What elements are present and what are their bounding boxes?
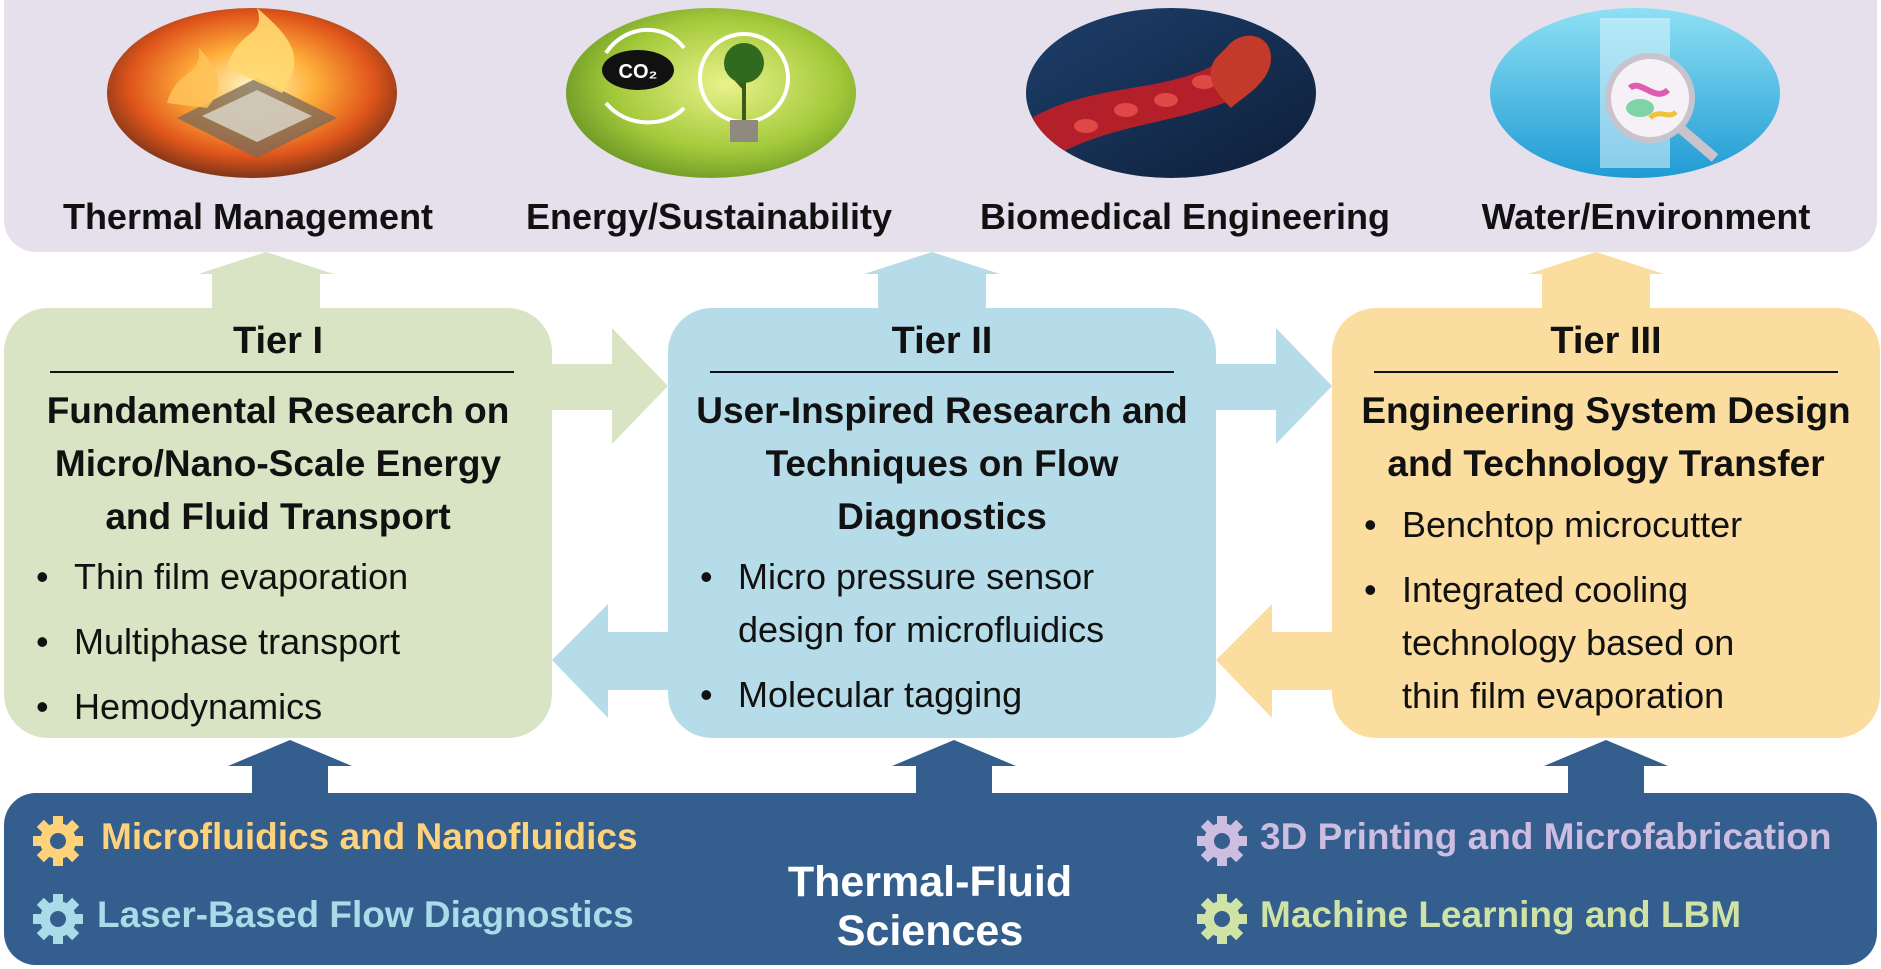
tier2-bullet-text-line2: design for microfluidics <box>738 609 1105 650</box>
app-label-water-environment: Water/Environment <box>1481 196 1811 237</box>
tier2-bullet-item: • Micro pressure sensor design for micro… <box>668 550 1216 656</box>
tier3-bullet-text: Benchtop microcutter <box>1402 504 1743 545</box>
tier2-up-arrow <box>864 252 1000 310</box>
gear-icon <box>1197 894 1247 944</box>
tier1-divider <box>50 371 514 373</box>
tier3-box: Tier III Engineering System Design and T… <box>1332 308 1880 738</box>
tier1-heading-line1: Fundamental Research on <box>46 390 510 431</box>
tier3-to-tier2-arrow <box>1216 604 1336 718</box>
bullet-dot: • <box>1364 504 1377 545</box>
app-label-biomedical-engineering: Biomedical Engineering <box>979 196 1391 237</box>
bullet-dot: • <box>700 556 713 597</box>
tier3-divider <box>1374 371 1838 373</box>
base-to-tier1-arrow <box>228 740 352 796</box>
tier2-heading-line1: User-Inspired Research and <box>696 390 1188 431</box>
tier1-bullet-item: • Hemodynamics <box>4 680 552 733</box>
base-to-tier3-arrow <box>1544 740 1668 796</box>
tier3-bullet-text-line2: technology based on <box>1402 622 1735 663</box>
base-to-tier2-arrow <box>892 740 1016 796</box>
tool-machine-learning-lbm: Machine Learning and LBM <box>1260 894 1742 935</box>
bullet-dot: • <box>36 556 49 597</box>
tier2-bullet-list: • Micro pressure sensor design for micro… <box>668 550 1216 733</box>
tier2-to-tier3-arrow <box>1214 328 1332 444</box>
tier1-up-arrow <box>198 252 334 310</box>
co2-lightbulb-tree-image: CO₂ <box>566 8 856 178</box>
tool-laser-based-flow-diagnostics: Laser-Based Flow Diagnostics <box>97 894 634 935</box>
tier2-bullet-item: • Molecular tagging <box>668 668 1216 721</box>
tier2-box: Tier II User-Inspired Research and Techn… <box>668 308 1216 738</box>
tier3-heading-line1: Engineering System Design <box>1361 390 1851 431</box>
gear-icon <box>1197 816 1247 866</box>
tier2-divider <box>710 371 1174 373</box>
tier1-heading-line2: Micro/Nano-Scale Energy <box>54 443 502 484</box>
tier2-heading-line2: Techniques on Flow <box>765 443 1119 484</box>
bullet-dot: • <box>36 621 49 662</box>
bullet-dot: • <box>36 686 49 727</box>
gear-icon <box>33 816 83 866</box>
tier1-title: Tier I <box>232 320 324 362</box>
tool-3d-printing-microfabrication: 3D Printing and Microfabrication <box>1260 816 1832 857</box>
tier1-bullet-item: • Multiphase transport <box>4 615 552 668</box>
tier3-up-arrow <box>1528 252 1664 310</box>
thermal-fluid-sciences-title: Thermal-Fluid Sciences <box>787 858 1073 955</box>
co2-text: CO₂ <box>619 61 658 83</box>
tier2-heading: User-Inspired Research and Techniques on… <box>668 384 1216 543</box>
tier2-title: Tier II <box>891 320 993 362</box>
bullet-dot: • <box>700 674 713 715</box>
tier2-bullet-text-line1: Micro pressure sensor <box>738 556 1095 597</box>
tier1-bullet-text: Hemodynamics <box>74 686 323 727</box>
tier1-heading: Fundamental Research on Micro/Nano-Scale… <box>4 384 552 543</box>
gear-icon <box>33 894 83 944</box>
tier1-heading-line3: and Fluid Transport <box>105 496 451 537</box>
tier1-bullet-list: • Thin film evaporation • Multiphase trans… <box>4 550 552 745</box>
tier1-bullet-text: Thin film evaporation <box>74 556 409 597</box>
bullet-dot: • <box>1364 569 1377 610</box>
tier3-bullet-text-line3: thin film evaporation <box>1402 675 1725 716</box>
tier3-bullet-item: • Integrated cooling technology based on… <box>1332 563 1880 722</box>
tier1-to-tier2-arrow <box>550 328 668 444</box>
tier1-bullet-text: Multiphase transport <box>74 621 401 662</box>
tier3-heading: Engineering System Design and Technology… <box>1332 384 1880 490</box>
app-label-thermal-management: Thermal Management <box>62 196 434 237</box>
burning-chip-image <box>107 8 397 178</box>
tier2-bullet-text: Molecular tagging <box>738 674 1023 715</box>
tier3-bullet-item: • Benchtop microcutter <box>1332 498 1880 551</box>
tier3-title: Tier III <box>1550 320 1662 362</box>
tier1-box: Tier I Fundamental Research on Micro/Nan… <box>4 308 552 738</box>
app-label-energy-sustainability: Energy/Sustainability <box>525 196 893 237</box>
water-microbes-magnifier-image <box>1490 8 1780 178</box>
tool-microfluidics-nanofluidics: Microfluidics and Nanofluidics <box>101 816 638 857</box>
thermal-fluid-sciences-band <box>4 793 1877 965</box>
blood-vessel-heart-image <box>1026 8 1316 178</box>
tier3-bullet-list: • Benchtop microcutter • Integrated cooli… <box>1332 498 1880 734</box>
tier3-bullet-text-line1: Integrated cooling <box>1402 569 1689 610</box>
tier3-heading-line2: and Technology Transfer <box>1387 443 1825 484</box>
tier1-bullet-item: • Thin film evaporation <box>4 550 552 603</box>
tier2-heading-line3: Diagnostics <box>837 496 1047 537</box>
tier2-to-tier1-arrow <box>552 604 672 718</box>
